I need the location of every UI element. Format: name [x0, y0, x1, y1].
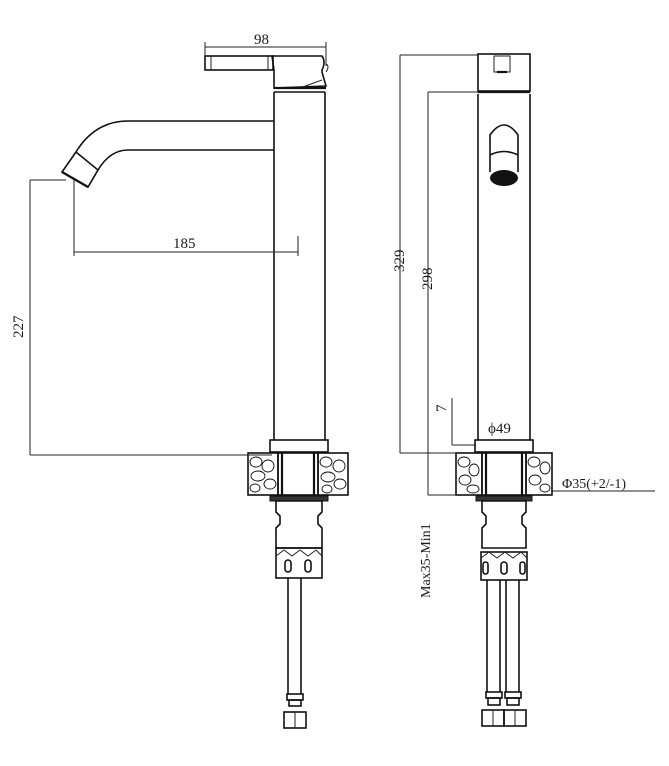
flex-hose — [283, 578, 307, 729]
base-step-label: 7 — [434, 404, 450, 412]
faucet-body — [269, 91, 329, 453]
dimension-phi49: ϕ49 — [488, 421, 511, 437]
aerator — [490, 170, 518, 186]
handle-length-label: 98 — [254, 32, 269, 48]
dimension-298: 298 — [420, 91, 478, 453]
dimension-98: 98 — [204, 32, 327, 66]
dimension-deck-thickness: Max35-Min1 — [419, 453, 458, 598]
spout-height-label: 227 — [11, 315, 27, 338]
spout-reach-label: 185 — [173, 236, 196, 252]
countertop-section — [247, 452, 349, 496]
spout — [60, 120, 274, 189]
base-diameter-label: ϕ49 — [488, 421, 511, 437]
dimension-phi35: Φ35(+2/-1) — [400, 452, 655, 492]
mounting-shank-front — [475, 495, 533, 581]
faucet-body-front — [474, 53, 534, 453]
body-height-label: 298 — [420, 268, 436, 291]
flex-hoses-front — [481, 580, 527, 727]
dimension-7: 7 — [434, 398, 476, 446]
dimension-227: 227 — [11, 179, 272, 456]
side-view: 98 185 227 — [11, 32, 349, 729]
deck-thickness-label: Max35-Min1 — [419, 523, 434, 598]
total-height-label: 329 — [392, 250, 408, 273]
lever-handle — [204, 55, 329, 90]
hole-diameter-label: Φ35(+2/-1) — [562, 477, 626, 492]
dimension-329: 329 — [392, 54, 478, 453]
mounting-shank — [269, 495, 329, 579]
countertop-section-front — [455, 452, 553, 496]
dimension-185: 185 — [73, 180, 299, 256]
front-view: 329 298 7 ϕ49 Φ35(+2/-1) Max35-Min1 — [392, 53, 655, 727]
